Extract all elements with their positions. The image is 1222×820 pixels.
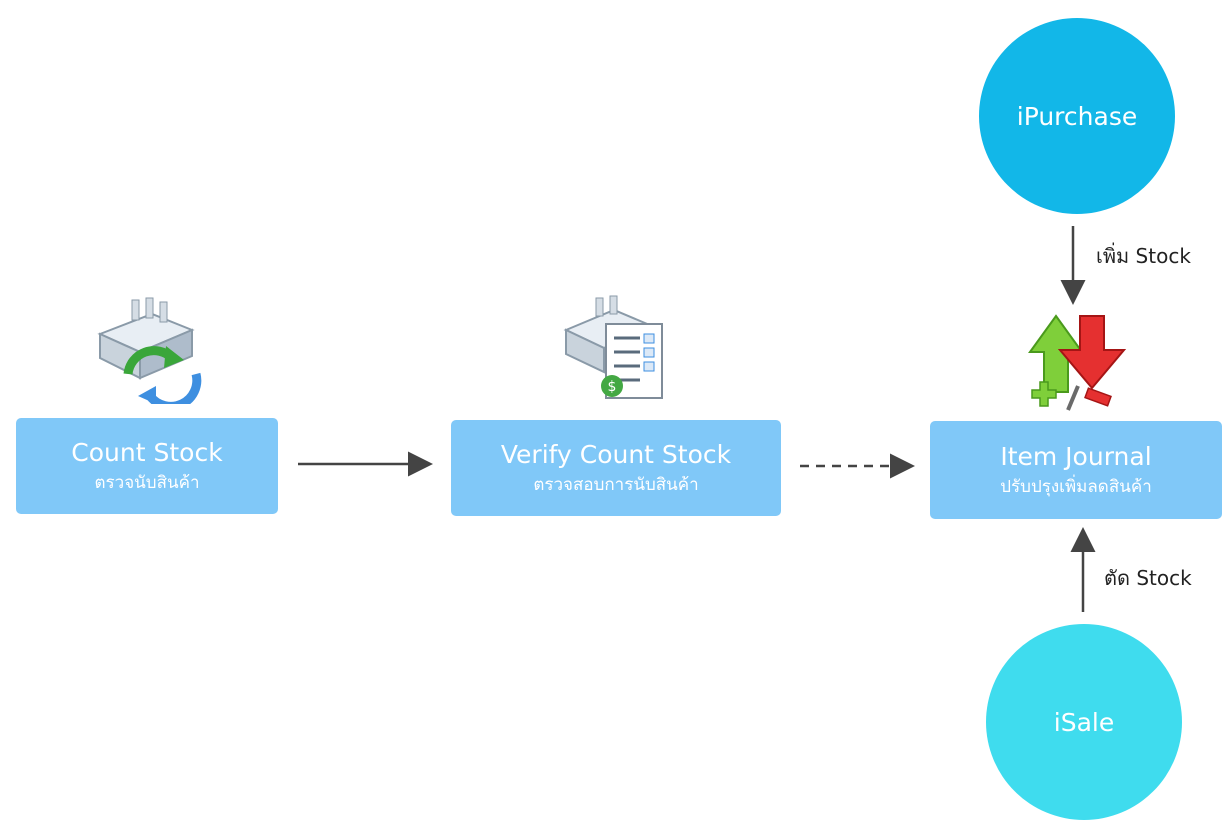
- verify-count-stock-title: Verify Count Stock: [500, 440, 732, 469]
- count-stock-subtitle: ตรวจนับสินค้า: [94, 473, 200, 493]
- item-journal-node: Item Journal ปรับปรุงเพิ่มลดสินค้า: [930, 421, 1222, 519]
- ipurchase-node: iPurchase: [979, 18, 1175, 214]
- warehouse-sync-icon: [92, 296, 204, 411]
- isale-node: iSale: [986, 624, 1182, 820]
- ipurchase-label: iPurchase: [1016, 101, 1138, 131]
- svg-text:$: $: [608, 379, 617, 395]
- count-stock-node: Count Stock ตรวจนับสินค้า: [16, 418, 278, 514]
- cut-stock-label: ตัด Stock: [1104, 566, 1192, 590]
- add-stock-label: เพิ่ม Stock: [1096, 244, 1191, 268]
- up-down-arrows-icon: [1026, 312, 1130, 416]
- verify-count-stock-subtitle: ตรวจสอบการนับสินค้า: [533, 475, 699, 495]
- item-journal-subtitle: ปรับปรุงเพิ่มลดสินค้า: [1000, 477, 1152, 497]
- isale-label: iSale: [1053, 707, 1115, 737]
- count-stock-title: Count Stock: [71, 438, 223, 467]
- verify-count-stock-node: Verify Count Stock ตรวจสอบการนับสินค้า: [451, 420, 781, 516]
- item-journal-title: Item Journal: [1000, 442, 1152, 471]
- warehouse-checklist-icon: $: [560, 294, 670, 404]
